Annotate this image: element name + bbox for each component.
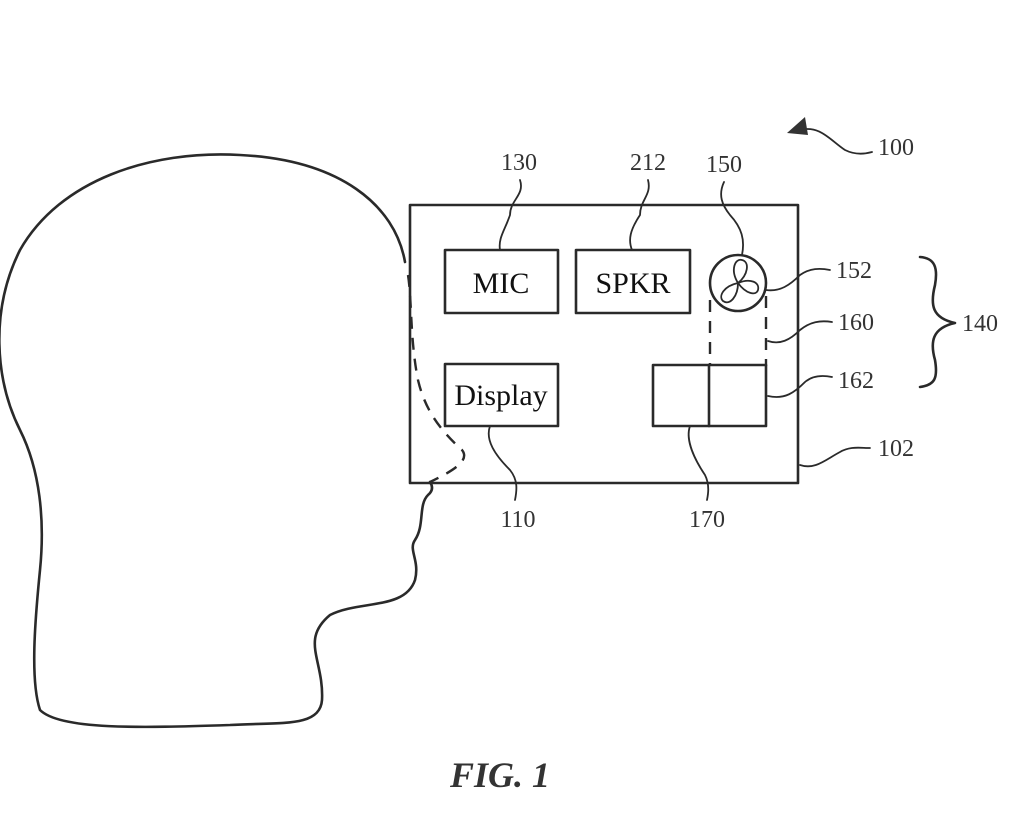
leader-160 xyxy=(767,320,833,344)
ref-150: 150 xyxy=(706,152,742,178)
ref-160: 160 xyxy=(838,310,874,336)
leader-100 xyxy=(799,128,873,155)
display-label: Display xyxy=(454,379,547,412)
fan-blades-icon xyxy=(720,258,760,304)
arrow-100-icon xyxy=(787,117,808,135)
face-dashed-outline xyxy=(406,274,466,484)
speaker-box xyxy=(574,248,692,315)
ref-102: 102 xyxy=(878,436,914,462)
ref-140: 140 xyxy=(962,311,998,337)
head-outline xyxy=(0,153,434,729)
mic-box xyxy=(443,248,560,315)
leader-150 xyxy=(720,181,744,256)
housing-box xyxy=(408,203,800,485)
leader-110 xyxy=(487,425,518,501)
speaker-label: SPKR xyxy=(595,267,670,300)
figure-caption: FIG. 1 xyxy=(449,755,550,795)
ref-212: 212 xyxy=(630,150,666,176)
ref-170: 170 xyxy=(689,507,725,533)
fan-icon xyxy=(708,253,768,313)
brace-140 xyxy=(918,255,957,389)
leader-130 xyxy=(498,179,522,251)
mic-label: MIC xyxy=(473,267,530,300)
ref-110: 110 xyxy=(500,507,535,533)
leader-152 xyxy=(765,267,831,292)
display-box xyxy=(443,362,560,428)
ref-152: 152 xyxy=(836,258,872,284)
leader-162 xyxy=(767,375,833,398)
ref-162: 162 xyxy=(838,368,874,394)
ref-130: 130 xyxy=(501,150,537,176)
ref-100: 100 xyxy=(878,135,914,161)
leader-170 xyxy=(687,425,710,501)
leader-212 xyxy=(629,179,650,251)
leader-102 xyxy=(799,446,871,468)
